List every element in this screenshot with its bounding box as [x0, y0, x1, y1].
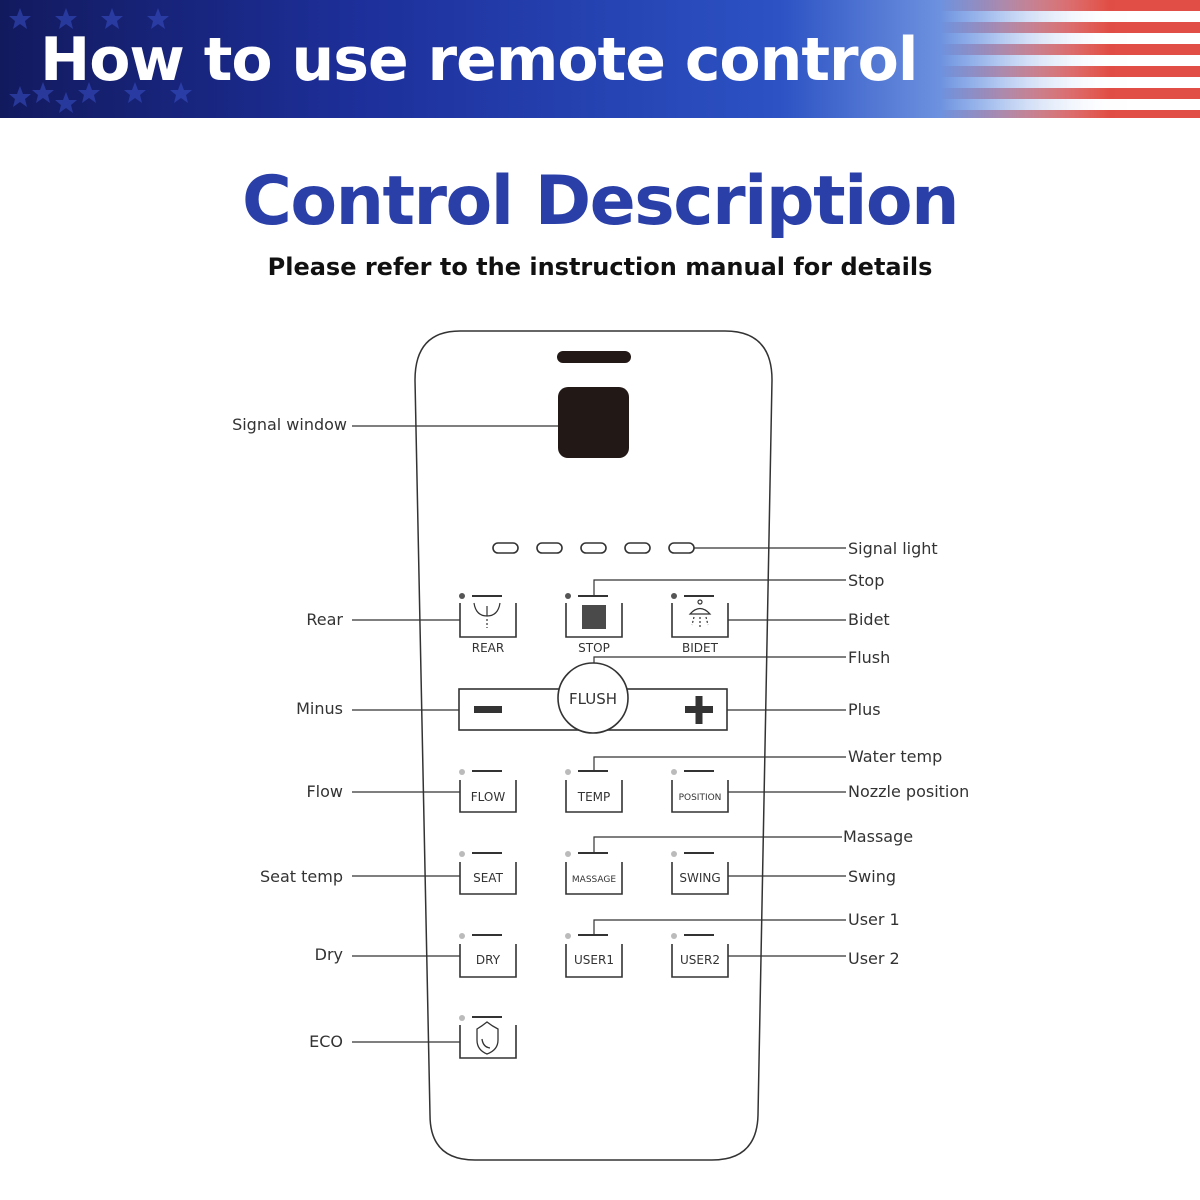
- signal-light: [580, 542, 607, 554]
- indicator-dot: [565, 933, 571, 939]
- indicator-dot: [565, 593, 571, 599]
- callout-nozzle-position: Nozzle position: [848, 782, 969, 801]
- callout-bidet: Bidet: [848, 610, 890, 629]
- indicator-dot: [459, 933, 465, 939]
- button-label: MASSAGE: [572, 875, 616, 885]
- header-banner: How to use remote control: [0, 0, 1200, 118]
- banner-title: How to use remote control: [40, 25, 918, 95]
- user2-button[interactable]: USER2: [671, 933, 729, 978]
- callout-water-temp: Water temp: [848, 747, 942, 766]
- callout-signal-window: Signal window: [232, 415, 347, 434]
- signal-window: [558, 387, 629, 458]
- stop-square-icon: [582, 605, 606, 629]
- callout-flow: Flow: [306, 782, 343, 801]
- swing-button[interactable]: SWING: [671, 851, 729, 895]
- plus-button[interactable]: [685, 696, 713, 724]
- flag-stripes: [940, 0, 1200, 118]
- callout-stop: Stop: [848, 571, 884, 590]
- indicator-dot: [671, 769, 677, 775]
- button-label: FLOW: [471, 790, 506, 804]
- page-title: Control Description: [241, 162, 960, 241]
- signal-light: [624, 542, 651, 554]
- signal-light: [536, 542, 563, 554]
- button-label: USER1: [574, 953, 614, 967]
- page-subtitle: Please refer to the instruction manual f…: [267, 253, 933, 281]
- user1-button[interactable]: USER1: [565, 933, 623, 978]
- callout-flush: Flush: [848, 648, 890, 667]
- massage-button[interactable]: MASSAGE: [565, 851, 623, 895]
- indicator-dot: [565, 769, 571, 775]
- remote-body: [414, 330, 773, 1161]
- callout-user1: User 1: [848, 910, 900, 929]
- indicator-dot: [459, 1015, 465, 1021]
- bidet-spray-icon: [688, 599, 712, 627]
- indicator-dot: [671, 593, 677, 599]
- callout-rear: Rear: [306, 610, 343, 629]
- indicator-dot: [671, 933, 677, 939]
- button-label: USER2: [680, 953, 720, 967]
- stop-button[interactable]: STOP: [565, 593, 623, 655]
- rear-wash-icon: [473, 602, 501, 628]
- seat-button[interactable]: SEAT: [459, 851, 517, 895]
- callout-minus: Minus: [296, 699, 343, 718]
- callout-plus: Plus: [848, 700, 881, 719]
- signal-window-top-slot: [557, 351, 631, 363]
- signal-light: [492, 542, 519, 554]
- callout-lines: [352, 425, 846, 1043]
- dry-button[interactable]: DRY: [459, 933, 517, 978]
- button-label: SEAT: [473, 871, 503, 885]
- callout-signal-light: Signal light: [848, 539, 938, 558]
- button-label: FLUSH: [569, 690, 617, 708]
- button-label: POSITION: [679, 793, 722, 803]
- indicator-dot: [671, 851, 677, 857]
- button-label: STOP: [578, 641, 610, 655]
- indicator-dot: [459, 851, 465, 857]
- button-label: TEMP: [577, 790, 611, 804]
- callout-labels: Signal window Signal light Stop Bidet Re…: [232, 415, 969, 1051]
- button-label: REAR: [472, 641, 504, 655]
- callout-user2: User 2: [848, 949, 900, 968]
- flow-button[interactable]: FLOW: [459, 769, 517, 813]
- signal-light: [668, 542, 695, 554]
- eco-shield-icon: [476, 1021, 499, 1055]
- indicator-dot: [459, 593, 465, 599]
- button-label: SWING: [679, 871, 720, 885]
- callout-massage: Massage: [843, 827, 913, 846]
- minus-button[interactable]: [474, 706, 502, 713]
- button-label: BIDET: [682, 641, 719, 655]
- indicator-dot: [565, 851, 571, 857]
- bidet-button[interactable]: BIDET: [671, 593, 729, 655]
- flush-button[interactable]: FLUSH: [557, 662, 629, 734]
- position-button[interactable]: POSITION: [671, 769, 729, 813]
- callout-seat-temp: Seat temp: [260, 867, 343, 886]
- callout-dry: Dry: [315, 945, 343, 964]
- flag-stars: [9, 8, 192, 113]
- callout-eco: ECO: [309, 1032, 343, 1051]
- indicator-dot: [459, 769, 465, 775]
- callout-swing: Swing: [848, 867, 896, 886]
- signal-lights: [492, 542, 695, 554]
- button-label: DRY: [476, 953, 501, 967]
- temp-button[interactable]: TEMP: [565, 769, 623, 813]
